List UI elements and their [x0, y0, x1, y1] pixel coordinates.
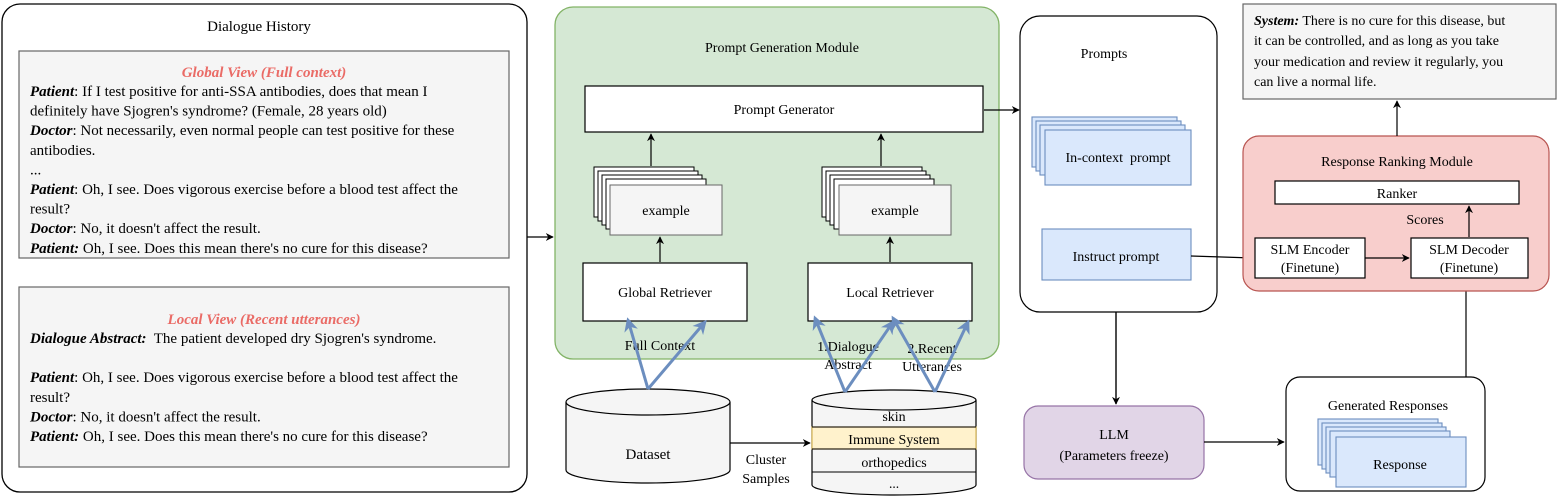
- system-output-box: System: There is no cure for this diseas…: [1242, 3, 1557, 100]
- dialogue-line: antibodies.: [30, 143, 95, 159]
- recent-utterances-label-2: Utterances: [902, 360, 962, 375]
- speaker-label: Doctor: [29, 221, 73, 237]
- prompt-generator-label: Prompt Generator: [734, 103, 835, 118]
- dialogue-line: Doctor: No, it doesn't affect the result…: [29, 221, 261, 237]
- dialogue-line: Dialogue Abstract: The patient developed…: [29, 331, 436, 347]
- llm-freeze-label: (Parameters freeze): [1059, 449, 1169, 464]
- dialogue-line: Doctor: Not necessarily, even normal peo…: [29, 123, 455, 139]
- retrieval-arrow-recent-in: [891, 315, 937, 393]
- dialogue-line: Patient: Oh, I see. Does vigorous exerci…: [30, 370, 458, 386]
- local-retriever-box: [807, 262, 973, 322]
- dialogue-line: Patient: Oh, I see. Does this mean there…: [30, 241, 428, 257]
- slm-decoder-label: SLM Decoder: [1429, 243, 1509, 258]
- dialogue-line: Doctor: No, it doesn't affect the result…: [29, 409, 261, 425]
- dialogue-history-title: Dialogue History: [207, 19, 311, 35]
- slm-encoder-box: [1254, 237, 1366, 279]
- dialogue-line: Patient: If I test positive for anti-SSA…: [30, 84, 427, 100]
- system-output-line: your medication and review it regularly,…: [1254, 55, 1503, 70]
- dialogue-line: definitely have Sjogren's syndrome? (Fem…: [30, 104, 387, 120]
- cluster-skin: skin: [882, 410, 905, 425]
- ranker-box: [1274, 180, 1520, 205]
- dataset-cylinder: Dataset: [565, 388, 731, 484]
- retrieval-arrow-abstract-in: [812, 315, 847, 393]
- ranker-label: Ranker: [1377, 187, 1418, 202]
- speaker-label: Patient: [30, 370, 75, 386]
- cluster-immune-system: Immune System: [848, 433, 939, 448]
- llm-box: LLM (Parameters freeze): [1023, 405, 1205, 480]
- instruct-prompt-box: [1041, 228, 1192, 281]
- dialogue-line: result?: [30, 390, 70, 406]
- system-label: System:: [1254, 14, 1299, 29]
- prompt-generation-module: Prompt Generation Module Prompt Generato…: [554, 6, 1000, 375]
- global-retriever-label: Global Retriever: [618, 286, 712, 301]
- cluster-samples-label-1: Cluster: [746, 453, 787, 468]
- local-example-label: example: [871, 204, 918, 219]
- local-example-stack: example: [821, 166, 952, 236]
- speaker-label: Dialogue Abstract:: [29, 331, 147, 347]
- generated-responses-panel: Generated Responses Response: [1285, 376, 1486, 492]
- system-output-line: it can be controlled, and as long as you…: [1254, 34, 1499, 49]
- speaker-label: Patient: [30, 84, 75, 100]
- global-view-dialogue: Patient: If I test positive for anti-SSA…: [29, 84, 458, 257]
- local-retriever-label: Local Retriever: [846, 286, 934, 301]
- speaker-label: Doctor: [29, 123, 73, 139]
- prompts-panel: Prompts In-context prompt Instruct promp…: [1019, 15, 1218, 313]
- global-view-frame: [18, 50, 510, 259]
- global-retriever-box: [582, 262, 748, 322]
- retrieval-arrows: [624, 315, 970, 393]
- global-view-title: Global View (Full context): [182, 65, 347, 81]
- response-ranking-title: Response Ranking Module: [1321, 155, 1473, 170]
- global-example-stack: example: [593, 166, 723, 236]
- response-ranking-module: Response Ranking Module Ranker SLM Encod…: [1242, 135, 1550, 292]
- recent-utterances-label-1: 2.Recent: [907, 342, 956, 357]
- prompt-generation-title: Prompt Generation Module: [705, 41, 859, 56]
- cluster-more: ...: [889, 476, 899, 491]
- system-output-line: System: There is no cure for this diseas…: [1254, 14, 1505, 29]
- dialogue-line: Patient: Oh, I see. Does vigorous exerci…: [30, 182, 458, 198]
- scores-label: Scores: [1406, 213, 1443, 228]
- in-context-prompt-stack: In-context prompt: [1031, 116, 1192, 186]
- speaker-label: Doctor: [29, 409, 73, 425]
- local-view-frame: [18, 286, 510, 468]
- dialogue-line: ...: [30, 162, 41, 178]
- full-context-label: Full Context: [625, 339, 696, 354]
- prompts-title: Prompts: [1081, 47, 1128, 62]
- in-context-prompt-label: In-context prompt: [1066, 151, 1171, 166]
- instruct-prompt-label: Instruct prompt: [1073, 250, 1160, 265]
- system-output-line: can live a normal life.: [1254, 75, 1376, 90]
- dialogue-line: Patient: Oh, I see. Does this mean there…: [30, 429, 428, 445]
- global-view-box: Global View (Full context) Patient: If I…: [18, 50, 510, 259]
- speaker-label: Patient:: [30, 241, 79, 257]
- retrieval-arrow-abstract-out: [843, 319, 895, 393]
- speaker-label: Patient:: [30, 429, 79, 445]
- dataset-label: Dataset: [626, 447, 672, 463]
- retrieval-arrow-recent-out: [933, 319, 970, 393]
- response-stack: Response: [1317, 418, 1467, 488]
- slm-decoder-box: [1410, 237, 1529, 279]
- speaker-label: Patient: [30, 182, 75, 198]
- cluster-cylinder: skin Immune System orthopedics ...: [811, 389, 977, 496]
- dialogue-abstract-label-1: 1.Dialogue: [817, 340, 879, 355]
- global-example-label: example: [642, 204, 689, 219]
- slm-decoder-finetune: (Finetune): [1440, 261, 1499, 276]
- response-label: Response: [1373, 458, 1427, 473]
- dialogue-line: result?: [30, 202, 70, 218]
- slm-encoder-finetune: (Finetune): [1281, 261, 1340, 276]
- retrieval-arrow-global-in: [624, 317, 650, 390]
- prompt-generator-box: [584, 85, 984, 133]
- generated-responses-title: Generated Responses: [1328, 399, 1448, 414]
- local-view-box: Local View (Recent utterances) Dialogue …: [18, 286, 510, 468]
- local-view-title: Local View (Recent utterances): [167, 312, 361, 328]
- llm-label: LLM: [1099, 428, 1129, 443]
- cluster-samples-label-2: Samples: [742, 472, 789, 487]
- dialogue-history-panel: Dialogue History Global View (Full conte…: [1, 3, 528, 493]
- local-view-dialogue: Dialogue Abstract: The patient developed…: [29, 331, 458, 445]
- cluster-orthopedics: orthopedics: [861, 456, 926, 471]
- slm-encoder-label: SLM Encoder: [1271, 243, 1350, 258]
- retrieval-arrow-global-out: [646, 319, 707, 390]
